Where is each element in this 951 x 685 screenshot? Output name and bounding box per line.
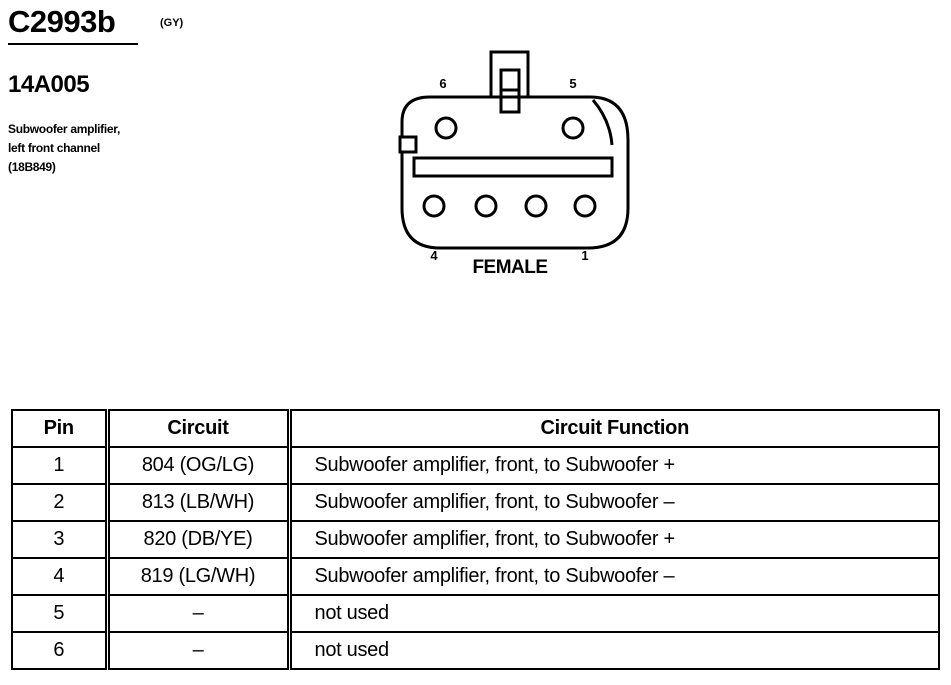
pin-cavity-1 xyxy=(573,194,597,218)
cell-function: Subwoofer amplifier, front, to Subwoofer… xyxy=(286,483,940,522)
pin-cavity-4 xyxy=(422,194,446,218)
pin-assignment-table: Pin Circuit Circuit Function 1 804 (OG/L… xyxy=(11,409,940,670)
table-row: 4 819 (LG/WH) Subwoofer amplifier, front… xyxy=(11,557,940,596)
table-row: 5 – not used xyxy=(11,594,940,633)
table-row: 2 813 (LB/WH) Subwoofer amplifier, front… xyxy=(11,483,940,522)
component-description: Subwoofer amplifier, left front channel … xyxy=(8,120,120,177)
table-row: 6 – not used xyxy=(11,631,940,670)
pin-label-4: 4 xyxy=(430,248,438,263)
cell-circuit: – xyxy=(104,631,290,670)
cell-pin: 3 xyxy=(11,520,108,559)
header-circuit: Circuit xyxy=(104,409,290,448)
pin-cavity-5 xyxy=(561,116,585,140)
connector-housing xyxy=(400,95,630,250)
connector-id-underline xyxy=(8,43,138,45)
connector-gender-label: FEMALE xyxy=(472,257,547,278)
pin-cavity-3 xyxy=(474,194,498,218)
cell-circuit: 804 (OG/LG) xyxy=(104,446,290,485)
cell-circuit: 813 (LB/WH) xyxy=(104,483,290,522)
cell-pin: 1 xyxy=(11,446,108,485)
latch-tab xyxy=(489,50,530,114)
header-pin: Pin xyxy=(11,409,108,448)
component-description-line-1: Subwoofer amplifier, xyxy=(8,122,121,136)
cell-pin: 2 xyxy=(11,483,108,522)
pin-label-1: 1 xyxy=(581,248,588,263)
cell-function: Subwoofer amplifier, front, to Subwoofer… xyxy=(286,446,940,485)
housing-key-curve xyxy=(591,99,614,146)
table-row: 1 804 (OG/LG) Subwoofer amplifier, front… xyxy=(11,446,940,485)
pin-cavity-2 xyxy=(524,194,548,218)
component-number: 14A005 xyxy=(8,71,90,98)
table-row: 3 820 (DB/YE) Subwoofer amplifier, front… xyxy=(11,520,940,559)
connector-id: C2993b xyxy=(8,4,116,39)
pin-cavity-6 xyxy=(434,116,458,140)
cell-circuit: 820 (DB/YE) xyxy=(104,520,290,559)
cell-pin: 4 xyxy=(11,557,108,596)
cell-circuit: 819 (LG/WH) xyxy=(104,557,290,596)
pin-label-6: 6 xyxy=(439,76,446,91)
housing-key-notch xyxy=(398,135,418,154)
center-slot xyxy=(412,156,614,178)
component-description-line-3: (18B849) xyxy=(8,160,56,174)
table-header-row: Pin Circuit Circuit Function xyxy=(11,409,940,448)
cell-function: not used xyxy=(286,594,940,633)
cell-pin: 6 xyxy=(11,631,108,670)
header-circuit-function: Circuit Function xyxy=(286,409,940,448)
cell-function: Subwoofer amplifier, front, to Subwoofer… xyxy=(286,520,940,559)
pin-label-5: 5 xyxy=(569,76,576,91)
cell-pin: 5 xyxy=(11,594,108,633)
cell-circuit: – xyxy=(104,594,290,633)
cell-function: Subwoofer amplifier, front, to Subwoofer… xyxy=(286,557,940,596)
connector-color-code: (GY) xyxy=(160,17,184,29)
component-description-line-2: left front channel xyxy=(8,141,100,155)
cell-function: not used xyxy=(286,631,940,670)
connector-face-diagram: 6 5 4 1 FEMALE xyxy=(398,50,630,278)
